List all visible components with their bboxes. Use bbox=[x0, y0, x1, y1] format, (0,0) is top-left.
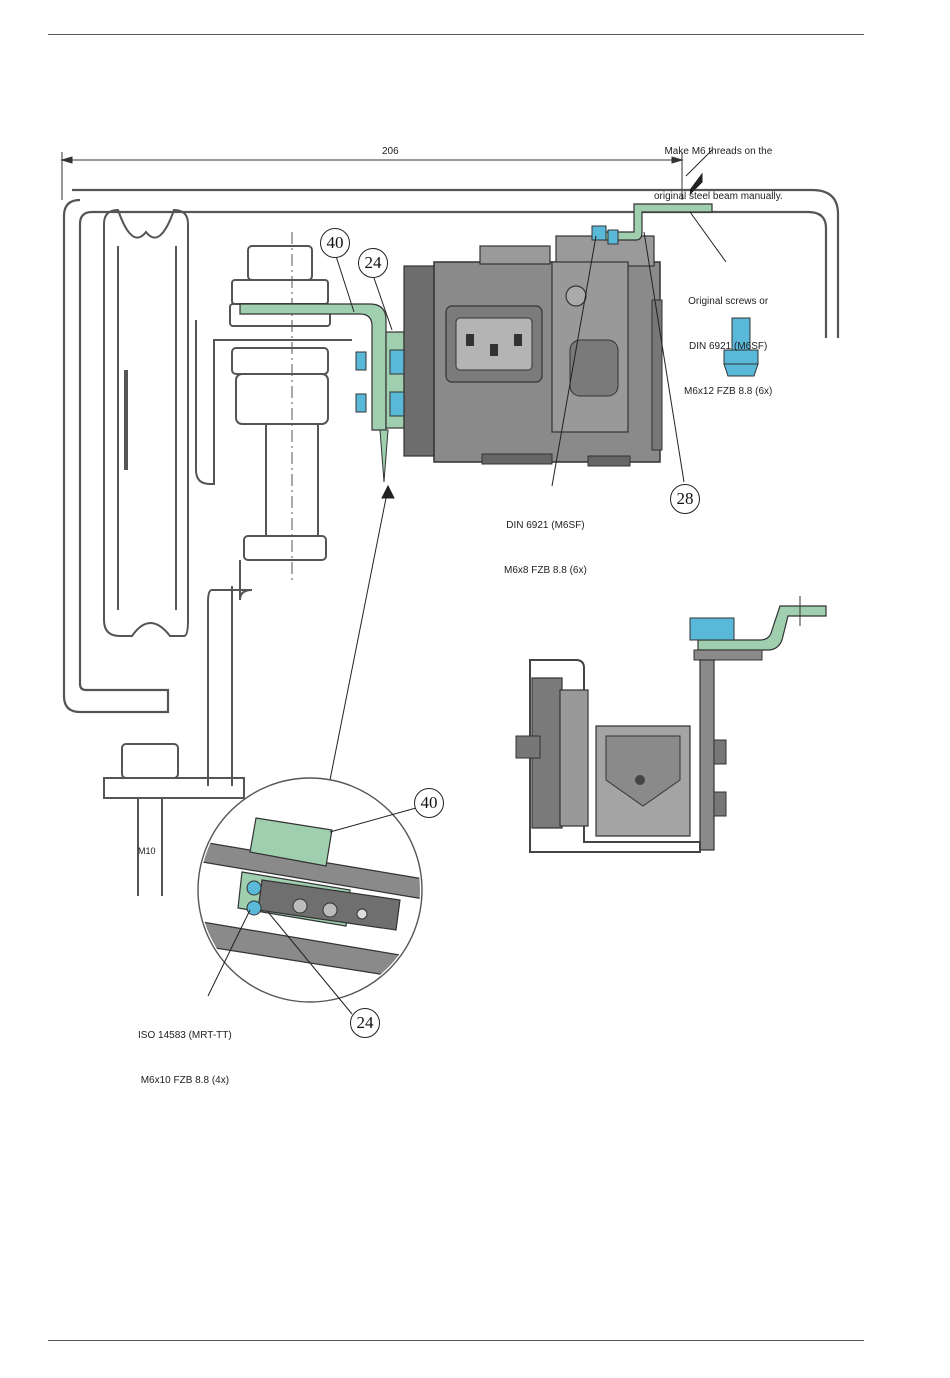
callout-28: 28 bbox=[670, 484, 700, 514]
wheel bbox=[104, 210, 188, 636]
nut-marking: M10 bbox=[138, 846, 156, 856]
original-screws-note: Original screws or DIN 6921 (M6SF) M6x12… bbox=[684, 264, 772, 414]
din-screws-line-2: M6x8 FZB 8.8 (6x) bbox=[504, 563, 587, 578]
side-view bbox=[516, 596, 826, 852]
iso-screws-line-2: M6x10 FZB 8.8 (4x) bbox=[138, 1073, 232, 1088]
din-screws-note: DIN 6921 (M6SF) M6x8 FZB 8.8 (6x) bbox=[504, 488, 587, 593]
detail-view bbox=[190, 778, 430, 1014]
dimension-label: 206 bbox=[382, 146, 399, 157]
callout-40-top: 40 bbox=[320, 228, 350, 258]
threads-note-line-1: Make M6 threads on the bbox=[654, 144, 783, 159]
iso-screws-note: ISO 14583 (MRT-TT) M6x10 FZB 8.8 (4x) bbox=[138, 998, 232, 1103]
leader-lines bbox=[330, 150, 726, 780]
threads-note: Make M6 threads on the original steel be… bbox=[654, 114, 783, 219]
device-housing bbox=[404, 236, 662, 466]
threads-note-line-2: original steel beam manually. bbox=[654, 189, 783, 204]
callout-40-detail: 40 bbox=[414, 788, 444, 818]
original-screws-line-3: M6x12 FZB 8.8 (6x) bbox=[684, 384, 772, 399]
callout-24-detail: 24 bbox=[350, 1008, 380, 1038]
callout-24-top: 24 bbox=[358, 248, 388, 278]
din-screws-line-1: DIN 6921 (M6SF) bbox=[504, 518, 587, 533]
bolt-stack bbox=[230, 232, 330, 580]
iso-screws-line-1: ISO 14583 (MRT-TT) bbox=[138, 1028, 232, 1043]
original-screws-line-1: Original screws or bbox=[684, 294, 772, 309]
dimension-line bbox=[62, 152, 682, 200]
mounting-bracket bbox=[240, 304, 388, 482]
original-screws-line-2: DIN 6921 (M6SF) bbox=[684, 339, 772, 354]
